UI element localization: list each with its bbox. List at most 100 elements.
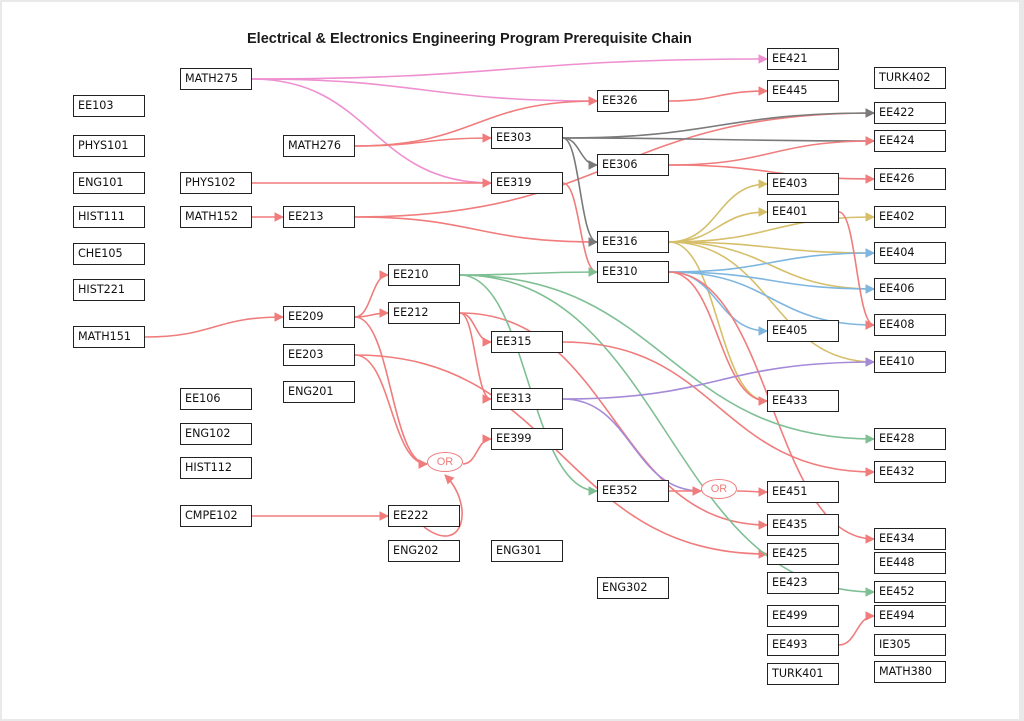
- course-node-ee106: EE106: [180, 388, 252, 410]
- course-node-ee213: EE213: [283, 206, 355, 228]
- course-node-ee212: EE212: [388, 302, 460, 324]
- course-node-ee452: EE452: [874, 581, 946, 603]
- course-node-ee408: EE408: [874, 314, 946, 336]
- edge-ee316-to-ee406: [668, 241, 875, 294]
- course-node-ee310: EE310: [597, 261, 669, 283]
- edge-ee222-to-or1: [423, 474, 463, 537]
- course-node-ee426: EE426: [874, 168, 946, 190]
- edge-or2-to-ee451: [736, 487, 768, 497]
- course-node-ee222: EE222: [388, 505, 460, 527]
- edge-ee310-to-ee406: [668, 271, 875, 294]
- course-node-ee433: EE433: [767, 390, 839, 412]
- course-node-ee209: EE209: [283, 306, 355, 328]
- edge-ee310-to-ee408: [668, 271, 875, 330]
- course-node-ee445: EE445: [767, 80, 839, 102]
- page-title: Electrical & Electronics Engineering Pro…: [247, 31, 692, 47]
- course-node-ee203: EE203: [283, 344, 355, 366]
- course-node-ee306: EE306: [597, 154, 669, 176]
- course-node-eng202: ENG202: [388, 540, 460, 562]
- edge-ee315-to-ee432: [562, 341, 875, 477]
- course-node-ee210: EE210: [388, 264, 460, 286]
- edge-ee319-to-ee310: [562, 182, 598, 277]
- course-node-math152: MATH152: [180, 206, 252, 228]
- edge-ee316-to-ee433: [668, 241, 768, 406]
- course-node-math275: MATH275: [180, 68, 252, 90]
- edge-ee303-to-ee424: [562, 136, 875, 146]
- course-node-math276: MATH276: [283, 135, 355, 157]
- course-node-ee428: EE428: [874, 428, 946, 450]
- edge-ee303-to-ee422: [562, 108, 875, 139]
- edge-ee303-to-ee316: [562, 137, 598, 247]
- course-node-math380: MATH380: [874, 661, 946, 683]
- course-node-turk402: TURK402: [874, 67, 946, 89]
- course-node-ee103: EE103: [73, 95, 145, 117]
- course-node-turk401: TURK401: [767, 663, 839, 685]
- course-node-hist221: HIST221: [73, 279, 145, 301]
- edge-ee209-to-ee210: [354, 270, 389, 318]
- edge-ee212-to-ee313: [459, 312, 492, 404]
- course-node-ee423: EE423: [767, 572, 839, 594]
- course-node-ee303: EE303: [491, 127, 563, 149]
- course-node-ee401: EE401: [767, 201, 839, 223]
- edge-ee212-to-ee435: [459, 312, 768, 530]
- edge-math275-to-ee421: [251, 54, 768, 80]
- course-node-ee421: EE421: [767, 48, 839, 70]
- edge-math275-to-ee326: [251, 78, 598, 106]
- edge-ee316-to-ee403: [668, 179, 768, 243]
- edge-ee316-to-ee402: [668, 212, 875, 243]
- edge-or1-to-ee399: [462, 434, 492, 465]
- course-node-ee402: EE402: [874, 206, 946, 228]
- course-node-eng201: ENG201: [283, 381, 355, 403]
- edge-ee493-to-ee494: [838, 611, 875, 646]
- edge-ee306-to-ee426: [668, 164, 875, 184]
- edge-ee210-to-ee428: [459, 274, 875, 444]
- edge-ee401-to-ee408: [838, 211, 875, 330]
- course-node-eng101: ENG101: [73, 172, 145, 194]
- edge-ee210-to-ee310: [459, 267, 598, 277]
- course-node-phys101: PHYS101: [73, 135, 145, 157]
- edge-ee213-to-ee316: [354, 216, 598, 247]
- course-node-eng301: ENG301: [491, 540, 563, 562]
- course-node-ee315: EE315: [491, 331, 563, 353]
- course-node-ee422: EE422: [874, 102, 946, 124]
- course-node-ee494: EE494: [874, 605, 946, 627]
- edge-ee316-to-ee401: [668, 207, 768, 243]
- edge-ee310-to-ee433: [668, 271, 768, 406]
- course-node-ee424: EE424: [874, 130, 946, 152]
- course-node-ee406: EE406: [874, 278, 946, 300]
- edge-ee316-to-ee410: [668, 241, 875, 367]
- edge-ee209-to-or1: [354, 316, 428, 469]
- course-node-ee313: EE313: [491, 388, 563, 410]
- course-node-ee432: EE432: [874, 461, 946, 483]
- course-node-ee316: EE316: [597, 231, 669, 253]
- course-node-ie305: IE305: [874, 634, 946, 656]
- course-node-cmpe102: CMPE102: [180, 505, 252, 527]
- edge-math276-to-ee326: [354, 96, 598, 147]
- course-node-ee451: EE451: [767, 481, 839, 503]
- course-node-ee434: EE434: [874, 528, 946, 550]
- course-node-ee425: EE425: [767, 543, 839, 565]
- course-node-ee405: EE405: [767, 320, 839, 342]
- course-node-ee410: EE410: [874, 351, 946, 373]
- course-node-ee319: EE319: [491, 172, 563, 194]
- edge-ee316-to-ee404: [668, 241, 875, 258]
- course-node-che105: CHE105: [73, 243, 145, 265]
- course-node-ee448: EE448: [874, 552, 946, 574]
- edge-ee203-to-or1: [354, 354, 428, 469]
- edge-ee210-to-ee352: [459, 274, 598, 496]
- edge-ee306-to-ee424: [668, 136, 875, 166]
- edge-ee310-to-ee404: [668, 248, 875, 273]
- course-node-ee435: EE435: [767, 514, 839, 536]
- course-node-ee352: EE352: [597, 480, 669, 502]
- edge-math275-to-ee319: [251, 78, 492, 188]
- edge-math151-to-ee209: [144, 312, 284, 338]
- edge-ee326-to-ee445: [668, 86, 768, 102]
- course-node-hist111: HIST111: [73, 206, 145, 228]
- course-node-eng102: ENG102: [180, 423, 252, 445]
- course-node-ee399: EE399: [491, 428, 563, 450]
- or-junction-1: OR: [427, 452, 463, 472]
- edge-ee313-to-ee410: [562, 357, 875, 400]
- or-junction-2: OR: [701, 479, 737, 499]
